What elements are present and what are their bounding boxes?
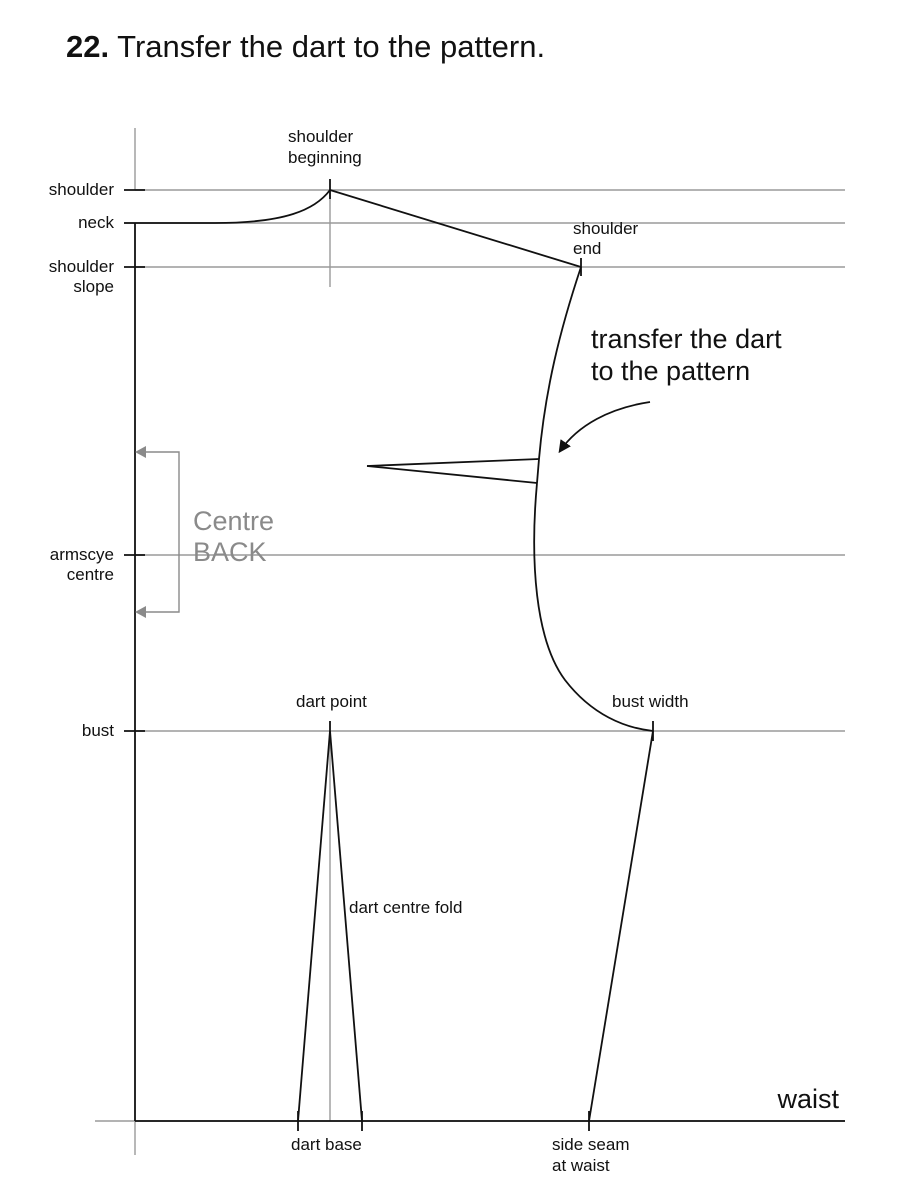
armhole-dart-lower-leg: [366, 465, 538, 484]
centre-back-arrow-top-icon: [135, 446, 146, 458]
shoulder-slope-label-line-2: slope: [73, 277, 114, 296]
dart-centre-fold-label: dart centre fold: [349, 898, 462, 917]
waist-dart-left-leg: [297, 730, 331, 1122]
step-heading: 22. Transfer the dart to the pattern.: [66, 28, 545, 65]
shoulder-beginning-label-line-2: beginning: [288, 148, 362, 167]
armhole-upper-curve: [538, 266, 582, 460]
armscye-centre-label-line-1: armscye: [50, 545, 114, 564]
bust-label: bust: [82, 721, 114, 740]
shoulder-seam: [329, 189, 582, 268]
centre-back-bracket: [145, 451, 180, 613]
armhole-lower-curve: [533, 482, 654, 732]
shoulder-slope-label-line-1: shoulder: [49, 257, 115, 276]
step-number: 22.: [66, 29, 110, 64]
dart-base-label: dart base: [291, 1135, 362, 1154]
neckline-curve: [135, 189, 331, 224]
armhole-dart-segment: [536, 458, 540, 484]
transfer-annotation-line-1: transfer the dart: [591, 324, 782, 354]
centre-back-label-line-1: Centre: [193, 506, 274, 536]
waist-dart-right-leg: [329, 730, 363, 1122]
transfer-arrow-icon: [558, 401, 651, 454]
shoulder-beginning-label-line-1: shoulder: [288, 127, 354, 146]
side-seam-label-line-1: side seam: [552, 1135, 629, 1154]
centre-back-arrow-bottom-icon: [135, 606, 146, 618]
side-seam: [588, 730, 654, 1122]
shoulder-end-label-line-2: end: [573, 239, 601, 258]
bust-width-label: bust width: [612, 692, 689, 711]
transfer-annotation-line-2: to the pattern: [591, 356, 750, 386]
dart-point-label: dart point: [296, 692, 367, 711]
side-seam-label-line-2: at waist: [552, 1156, 610, 1175]
neck-label: neck: [78, 213, 114, 232]
step-instruction: Transfer the dart to the pattern.: [117, 29, 546, 64]
shoulder-end-label-line-1: shoulder: [573, 219, 639, 238]
shoulder-label: shoulder: [49, 180, 115, 199]
armhole-dart-upper-leg: [366, 458, 540, 467]
armscye-centre-label-line-2: centre: [67, 565, 114, 584]
waist-label: waist: [776, 1084, 839, 1114]
centre-back-label-line-2: BACK: [193, 537, 267, 567]
